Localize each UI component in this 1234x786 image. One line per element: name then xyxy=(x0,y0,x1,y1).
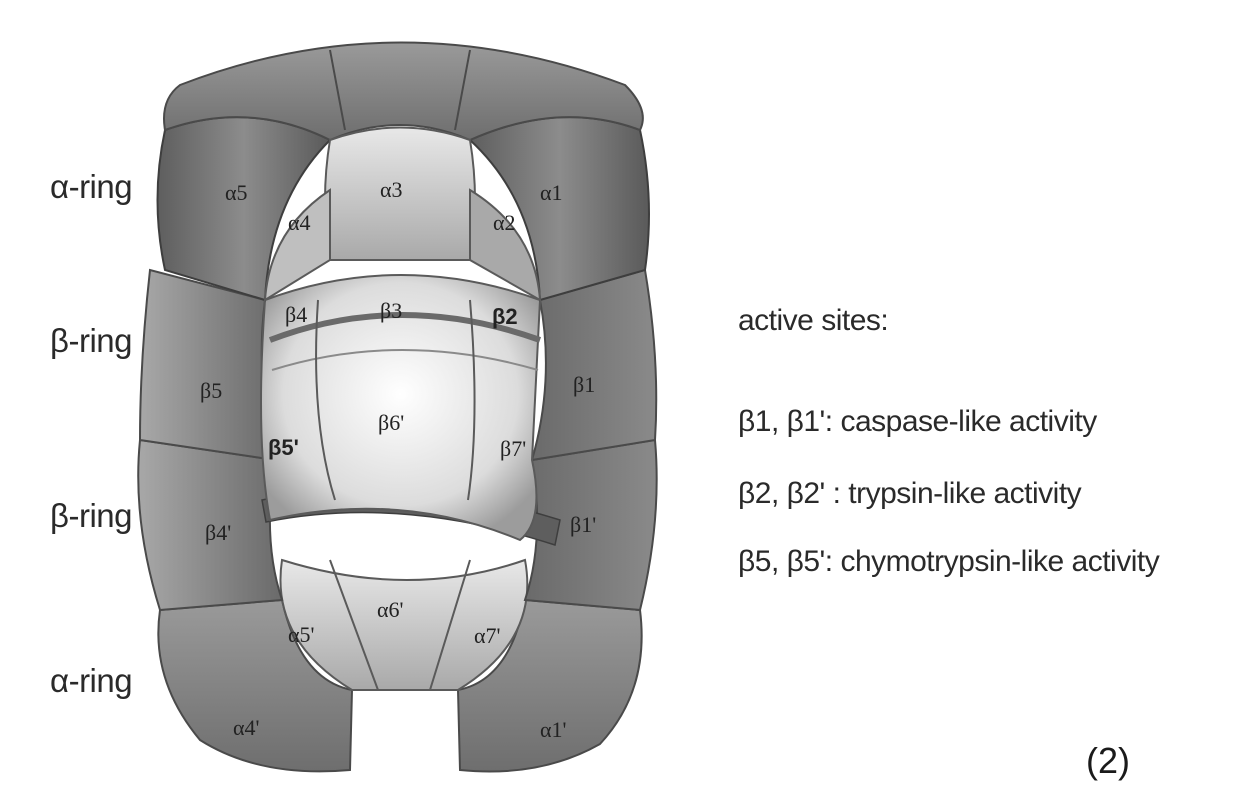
panel-number: (2) xyxy=(1086,740,1130,782)
subunit-label-a4: α4 xyxy=(288,210,311,235)
legend-item-caspase: β1, β1': caspase-like activity xyxy=(738,405,1097,439)
subunit-label-a1p: α1' xyxy=(540,717,567,742)
ring-label-top-alpha: α-ring xyxy=(50,168,132,206)
legend-title: active sites: xyxy=(738,304,888,338)
ring-label-lower-beta: β-ring xyxy=(50,497,132,535)
subunit-label-b4: β4 xyxy=(285,302,307,327)
subunit-label-a7p: α7' xyxy=(474,623,501,648)
ring-label-bottom-alpha: α-ring xyxy=(50,662,132,700)
subunit-label-b1p: β1' xyxy=(570,512,596,537)
subunit-label-b2: β2 xyxy=(492,304,518,329)
subunit-label-b6p: β6' xyxy=(378,410,404,435)
subunit-label-a6p: α6' xyxy=(377,597,404,622)
subunit-label-a1: α1 xyxy=(540,180,563,205)
subunit-label-b4p: β4' xyxy=(205,520,231,545)
subunit-label-a2: α2 xyxy=(493,210,516,235)
subunit-label-b5p: β5' xyxy=(268,435,299,460)
ring-label-upper-beta: β-ring xyxy=(50,322,132,360)
subunit-label-b5: β5 xyxy=(200,378,222,403)
subunit-label-a4p: α4' xyxy=(233,715,260,740)
subunit-label-b7p: β7' xyxy=(500,436,526,461)
subunit-label-b1: β1 xyxy=(573,372,595,397)
legend-item-trypsin: β2, β2' : trypsin-like activity xyxy=(738,477,1081,511)
subunit-label-a3: α3 xyxy=(380,177,403,202)
legend-item-chymotrypsin: β5, β5': chymotrypsin-like activity xyxy=(738,545,1159,579)
subunit-label-a5p: α5' xyxy=(288,622,315,647)
subunit-label-b3: β3 xyxy=(380,298,402,323)
top-alpha-ring xyxy=(158,43,650,301)
subunit-label-a5: α5 xyxy=(225,180,248,205)
